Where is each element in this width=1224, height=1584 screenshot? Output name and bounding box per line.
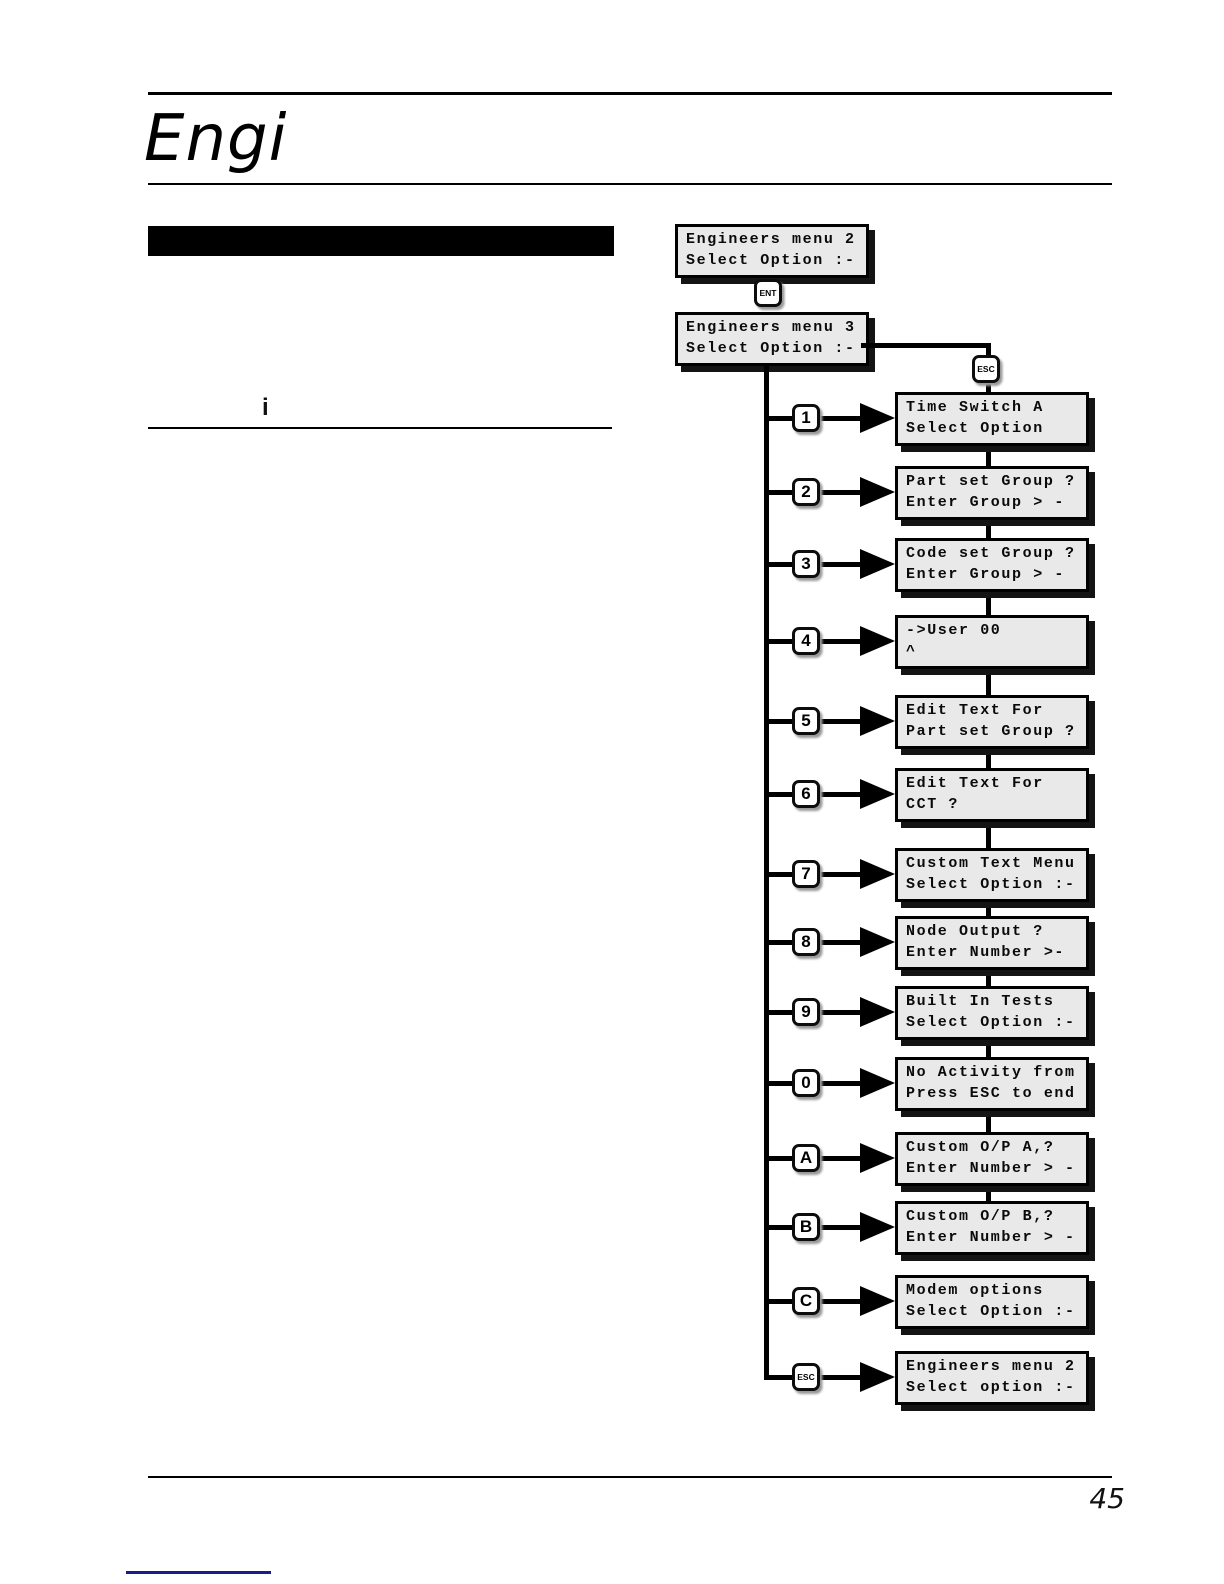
arrowhead-icon bbox=[860, 997, 895, 1027]
keypad-key-9: 9 bbox=[792, 998, 820, 1026]
keypad-key-esc-top: ESC bbox=[972, 355, 1000, 383]
arrowhead-icon bbox=[860, 477, 895, 507]
lcd-text-line: Custom O/P A,? bbox=[906, 1139, 1055, 1156]
arrowhead-icon bbox=[860, 859, 895, 889]
lcd-text-line: ->User 00 bbox=[906, 622, 1002, 639]
footer-link[interactable] bbox=[126, 1571, 271, 1574]
arrowhead-icon bbox=[860, 549, 895, 579]
lcd-text-line: Select Option bbox=[906, 420, 1044, 437]
lcd-display-edit-text-cct: Edit Text For CCT ? bbox=[895, 768, 1089, 822]
lcd-text-line: Select Option :- bbox=[686, 340, 856, 357]
lcd-text-line: Code set Group ? bbox=[906, 545, 1076, 562]
lcd-text-line: ^ bbox=[906, 643, 917, 660]
keypad-key-b: B bbox=[792, 1213, 820, 1241]
lcd-text-line: Enter Number > - bbox=[906, 1160, 1076, 1177]
lcd-text-line: Custom O/P B,? bbox=[906, 1208, 1055, 1225]
arrowhead-icon bbox=[860, 779, 895, 809]
lcd-display-custom-op-b: Custom O/P B,? Enter Number > - bbox=[895, 1201, 1089, 1255]
lcd-display-custom-text-menu: Custom Text Menu Select Option :- bbox=[895, 848, 1089, 902]
arrowhead-icon bbox=[860, 1286, 895, 1316]
connector-line bbox=[986, 747, 991, 768]
lcd-display-edit-text-part-set: Edit Text For Part set Group ? bbox=[895, 695, 1089, 749]
lcd-text-line: Press ESC to end bbox=[906, 1085, 1076, 1102]
footer-rule bbox=[148, 1476, 1112, 1478]
keypad-key-3: 3 bbox=[792, 550, 820, 578]
lcd-text-line: Custom Text Menu bbox=[906, 855, 1076, 872]
connector-line bbox=[986, 820, 991, 848]
lcd-text-line: Select option :- bbox=[906, 1379, 1076, 1396]
keypad-key-1: 1 bbox=[792, 404, 820, 432]
connector-line bbox=[986, 518, 991, 538]
lcd-text-line: Node Output ? bbox=[906, 923, 1044, 940]
keypad-key-0: 0 bbox=[792, 1069, 820, 1097]
keypad-key-4: 4 bbox=[792, 627, 820, 655]
lcd-display-engineers-menu-2-top: Engineers menu 2 Select Option :- bbox=[675, 224, 869, 278]
lcd-text-line: Modem options bbox=[906, 1282, 1044, 1299]
keypad-key-2: 2 bbox=[792, 478, 820, 506]
lcd-text-line: Engineers menu 2 bbox=[906, 1358, 1076, 1375]
connector-line bbox=[986, 900, 991, 916]
lcd-text-line: Enter Group > - bbox=[906, 494, 1066, 511]
left-column-rule bbox=[148, 427, 612, 429]
header-rule-bottom bbox=[148, 183, 1112, 185]
lcd-display-no-activity: No Activity from Press ESC to end bbox=[895, 1057, 1089, 1111]
lcd-text-line: Engineers menu 2 bbox=[686, 231, 856, 248]
arrowhead-icon bbox=[860, 1212, 895, 1242]
lcd-text-line: Part set Group ? bbox=[906, 723, 1076, 740]
lcd-text-line: Edit Text For bbox=[906, 775, 1044, 792]
arrowhead-icon bbox=[860, 706, 895, 736]
lcd-text-line: Select Option :- bbox=[906, 1014, 1076, 1031]
lcd-text-line: Engineers menu 3 bbox=[686, 319, 856, 336]
lcd-text-line: No Activity from bbox=[906, 1064, 1076, 1081]
lcd-display-engineers-menu-2-bottom: Engineers menu 2 Select option :- bbox=[895, 1351, 1089, 1405]
lcd-text-line: Enter Number > - bbox=[906, 1229, 1076, 1246]
keypad-key-ent: ENT bbox=[754, 279, 782, 307]
lcd-display-built-in-tests: Built In Tests Select Option :- bbox=[895, 986, 1089, 1040]
lcd-display-engineers-menu-3: Engineers menu 3 Select Option :- bbox=[675, 312, 869, 366]
lcd-display-modem-options: Modem options Select Option :- bbox=[895, 1275, 1089, 1329]
lcd-text-line: Part set Group ? bbox=[906, 473, 1076, 490]
arrowhead-icon bbox=[860, 626, 895, 656]
lcd-display-time-switch-a: Time Switch A Select Option bbox=[895, 392, 1089, 446]
lcd-text-line: Time Switch A bbox=[906, 399, 1044, 416]
lcd-text-line: Enter Group > - bbox=[906, 566, 1066, 583]
connector-line bbox=[986, 667, 991, 695]
connector-line bbox=[986, 1184, 991, 1201]
connector-line bbox=[986, 590, 991, 615]
lcd-display-code-set-group: Code set Group ? Enter Group > - bbox=[895, 538, 1089, 592]
lcd-text-line: Select Option :- bbox=[906, 876, 1076, 893]
arrowhead-icon bbox=[860, 403, 895, 433]
connector-line bbox=[861, 343, 991, 348]
lcd-display-user-00: ->User 00 ^ bbox=[895, 615, 1089, 669]
lcd-display-part-set-group: Part set Group ? Enter Group > - bbox=[895, 466, 1089, 520]
lcd-text-line: Select Option :- bbox=[686, 252, 856, 269]
keypad-key-5: 5 bbox=[792, 707, 820, 735]
arrowhead-icon bbox=[860, 1362, 895, 1392]
redacted-section-heading bbox=[148, 226, 614, 256]
lcd-text-line: Edit Text For bbox=[906, 702, 1044, 719]
arrowhead-icon bbox=[860, 1143, 895, 1173]
page-title: Engi bbox=[144, 102, 288, 176]
keypad-key-esc-bottom: ESC bbox=[792, 1363, 820, 1391]
connector-line bbox=[986, 1109, 991, 1132]
connector-line bbox=[986, 1038, 991, 1057]
lcd-text-line: Built In Tests bbox=[906, 993, 1055, 1010]
lcd-display-node-output: Node Output ? Enter Number >- bbox=[895, 916, 1089, 970]
lcd-text-line: Select Option :- bbox=[906, 1303, 1076, 1320]
arrowhead-icon bbox=[860, 927, 895, 957]
lcd-text-line: CCT ? bbox=[906, 796, 960, 813]
connector-line bbox=[986, 444, 991, 466]
connector-line bbox=[986, 968, 991, 986]
keypad-key-8: 8 bbox=[792, 928, 820, 956]
arrowhead-icon bbox=[860, 1068, 895, 1098]
lcd-text-line: Enter Number >- bbox=[906, 944, 1066, 961]
keypad-key-c: C bbox=[792, 1287, 820, 1315]
keypad-key-6: 6 bbox=[792, 780, 820, 808]
lcd-display-custom-op-a: Custom O/P A,? Enter Number > - bbox=[895, 1132, 1089, 1186]
left-column-text-fragment: i bbox=[262, 394, 269, 421]
header-rule-top bbox=[148, 92, 1112, 95]
keypad-key-a: A bbox=[792, 1144, 820, 1172]
page-number: 45 bbox=[1089, 1482, 1125, 1515]
keypad-key-7: 7 bbox=[792, 860, 820, 888]
